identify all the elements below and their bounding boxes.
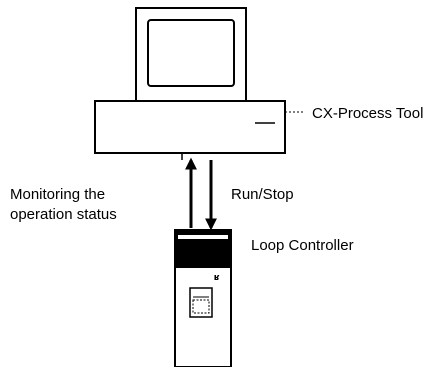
computer-illustration	[94, 7, 305, 160]
pc-label: CX-Process Tool	[312, 105, 423, 122]
controller-highlight	[178, 235, 228, 239]
pc-base	[94, 100, 286, 154]
controller-display	[189, 287, 213, 318]
controller-mark-icon: ʁ	[214, 273, 220, 283]
controller-display-inner	[192, 299, 210, 314]
monitor-screen	[147, 19, 235, 87]
monitoring-label-line1: Monitoring the	[10, 186, 105, 203]
loop-controller-illustration: ʁ	[174, 229, 232, 367]
run-stop-label: Run/Stop	[231, 186, 294, 203]
controller-label: Loop Controller	[251, 237, 354, 254]
monitoring-label-line2: operation status	[10, 206, 117, 223]
